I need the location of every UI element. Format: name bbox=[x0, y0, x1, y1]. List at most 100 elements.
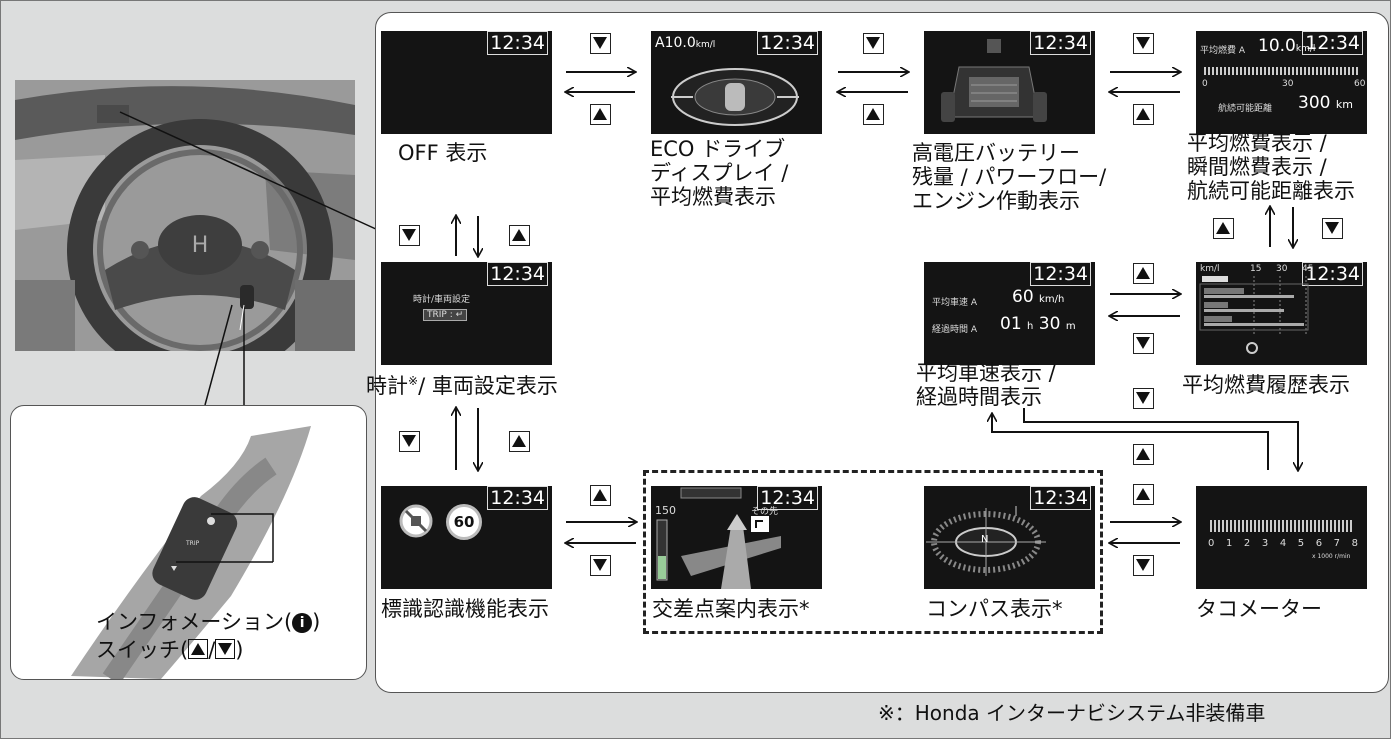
elapsed-label: 経過時間 A bbox=[932, 325, 978, 335]
info-icon: i bbox=[292, 613, 313, 633]
history-tick-15: 15 bbox=[1250, 264, 1262, 274]
screen-sign-recognition: 12:34 60 bbox=[381, 486, 552, 589]
junction-next-label: その先 bbox=[751, 507, 779, 517]
compass-north: N bbox=[981, 534, 989, 545]
label-speed-2: 経過時間表示 bbox=[916, 385, 1042, 409]
switch-closeup: TRIP bbox=[71, 426, 311, 679]
steering-wheel-photo: H bbox=[15, 80, 355, 351]
screen-clock-settings: 12:34 時計/車両設定 TRIP : ↵ bbox=[381, 262, 552, 365]
clock-menu-text: 時計/車両設定 bbox=[413, 295, 471, 305]
scale-60: 60 bbox=[1354, 79, 1366, 89]
label-off: OFF 表示 bbox=[398, 141, 488, 165]
tacho-unit: x 1000 r/min bbox=[1312, 553, 1351, 560]
up-triangle-icon bbox=[1133, 263, 1154, 284]
up-triangle-icon bbox=[1133, 444, 1154, 465]
down-triangle-icon bbox=[590, 555, 611, 576]
tacho-bar bbox=[1210, 520, 1354, 532]
instant-fuel-bar bbox=[1204, 67, 1359, 75]
clock-readout: 12:34 bbox=[1030, 31, 1091, 55]
speed-limit-sign: 60 bbox=[446, 504, 482, 540]
no-overtaking-sign-icon bbox=[399, 504, 433, 538]
screen-hybrid: 12:34 bbox=[924, 31, 1095, 134]
clock-readout: 12:34 bbox=[1030, 486, 1091, 510]
navi-only-group bbox=[643, 470, 1103, 634]
label-fuel-1: 平均燃費表示 / bbox=[1187, 131, 1327, 155]
avg-speed-value: 60 km/h bbox=[1012, 287, 1065, 307]
label-hv-1: 高電圧バッテリー bbox=[912, 141, 1080, 165]
down-triangle-icon bbox=[399, 225, 420, 246]
avg-fuel-label: 平均燃費 A bbox=[1200, 46, 1246, 56]
switch-label-sep: / bbox=[208, 638, 216, 662]
label-hv-3: エンジン作動表示 bbox=[912, 189, 1080, 213]
label-speed-1: 平均車速表示 / bbox=[916, 361, 1056, 385]
label-eco-3: 平均燃費表示 bbox=[650, 185, 776, 209]
eco-value: A10.0km/l bbox=[655, 35, 716, 51]
up-triangle-icon bbox=[1213, 218, 1234, 239]
clock-readout: 12:34 bbox=[487, 31, 548, 55]
down-triangle-icon bbox=[863, 33, 884, 54]
switch-callout: TRIP インフォメーション(i) スイッチ( /) bbox=[10, 405, 367, 680]
clock-readout: 12:34 bbox=[1302, 31, 1363, 55]
footnote: ※：Honda インターナビシステム非装備車 bbox=[878, 701, 1266, 725]
screen-off: 12:34 bbox=[381, 31, 552, 134]
up-triangle-icon bbox=[1133, 104, 1154, 125]
switch-label-line1: インフォメーション(i) bbox=[96, 610, 320, 635]
clock-readout: 12:34 bbox=[1030, 262, 1091, 286]
power-flow-graphic bbox=[941, 39, 1047, 122]
screen-fuel: 12:34 平均燃費 A 10.0km/l 0 30 60 航続可能距離 300… bbox=[1196, 31, 1367, 134]
up-triangle-icon bbox=[509, 431, 530, 452]
up-triangle-icon bbox=[863, 104, 884, 125]
down-triangle-icon bbox=[399, 431, 420, 452]
down-triangle-icon bbox=[1133, 388, 1154, 409]
switch-label-text2: スイッチ( bbox=[96, 638, 189, 662]
history-tick-45: 45 bbox=[1302, 264, 1314, 274]
label-fuel-2: 瞬間燃費表示 / bbox=[1187, 155, 1327, 179]
down-triangle-icon bbox=[590, 33, 611, 54]
label-fuel-3: 航続可能距離表示 bbox=[1187, 179, 1355, 203]
history-unit: km/l bbox=[1200, 264, 1220, 274]
clock-readout: 12:34 bbox=[757, 31, 818, 55]
label-sign: 標識認識機能表示 bbox=[381, 597, 549, 621]
clock-readout: 12:34 bbox=[757, 486, 818, 510]
screen-junction-guide: 12:34 150 その先 bbox=[651, 486, 822, 589]
scale-0: 0 bbox=[1202, 79, 1208, 89]
screen-eco: 12:34 A10.0km/l bbox=[651, 31, 822, 134]
down-triangle-icon bbox=[1133, 33, 1154, 54]
switch-label-paren2: ) bbox=[235, 638, 244, 662]
screen-fuel-history: 12:34 km/l 15 30 45 bbox=[1196, 262, 1367, 365]
label-compass: コンパス表示* bbox=[926, 597, 1063, 621]
svg-text:H: H bbox=[192, 233, 209, 258]
label-tacho: タコメーター bbox=[1196, 597, 1322, 621]
history-tick-30: 30 bbox=[1276, 264, 1288, 274]
switch-label-line2: スイッチ( /) bbox=[96, 638, 243, 663]
avg-speed-label: 平均車速 A bbox=[932, 298, 978, 308]
up-triangle-icon bbox=[590, 485, 611, 506]
clock-readout: 12:34 bbox=[1302, 262, 1363, 286]
down-triangle-icon bbox=[215, 639, 236, 659]
trip-button-label: TRIP : ↵ bbox=[423, 309, 468, 321]
label-history: 平均燃費履歴表示 bbox=[1182, 373, 1350, 397]
trip-label: TRIP bbox=[185, 540, 200, 547]
junction-distance: 150 bbox=[655, 504, 676, 517]
switch-label-text: インフォメーション( bbox=[96, 610, 293, 634]
clock-readout: 12:34 bbox=[487, 262, 548, 286]
elapsed-value: 01 h 30 m bbox=[1000, 314, 1076, 334]
label-clock: 時計※/ 車両設定表示 bbox=[366, 374, 558, 398]
clock-readout: 12:34 bbox=[487, 486, 548, 510]
label-hv-2: 残量 / パワーフロー/ bbox=[912, 165, 1107, 189]
up-triangle-icon bbox=[188, 639, 209, 659]
up-triangle-icon bbox=[590, 104, 611, 125]
compass-graphic bbox=[926, 506, 1046, 576]
range-value: 300 km bbox=[1298, 93, 1353, 113]
down-triangle-icon bbox=[1133, 555, 1154, 576]
down-triangle-icon bbox=[1133, 333, 1154, 354]
down-triangle-icon bbox=[1322, 218, 1343, 239]
avg-fuel-value: 10.0km/l bbox=[1258, 36, 1316, 56]
switch-label-paren: ) bbox=[312, 610, 321, 634]
steering-wheel-illustration: H bbox=[15, 80, 355, 351]
range-label: 航続可能距離 bbox=[1218, 104, 1273, 114]
